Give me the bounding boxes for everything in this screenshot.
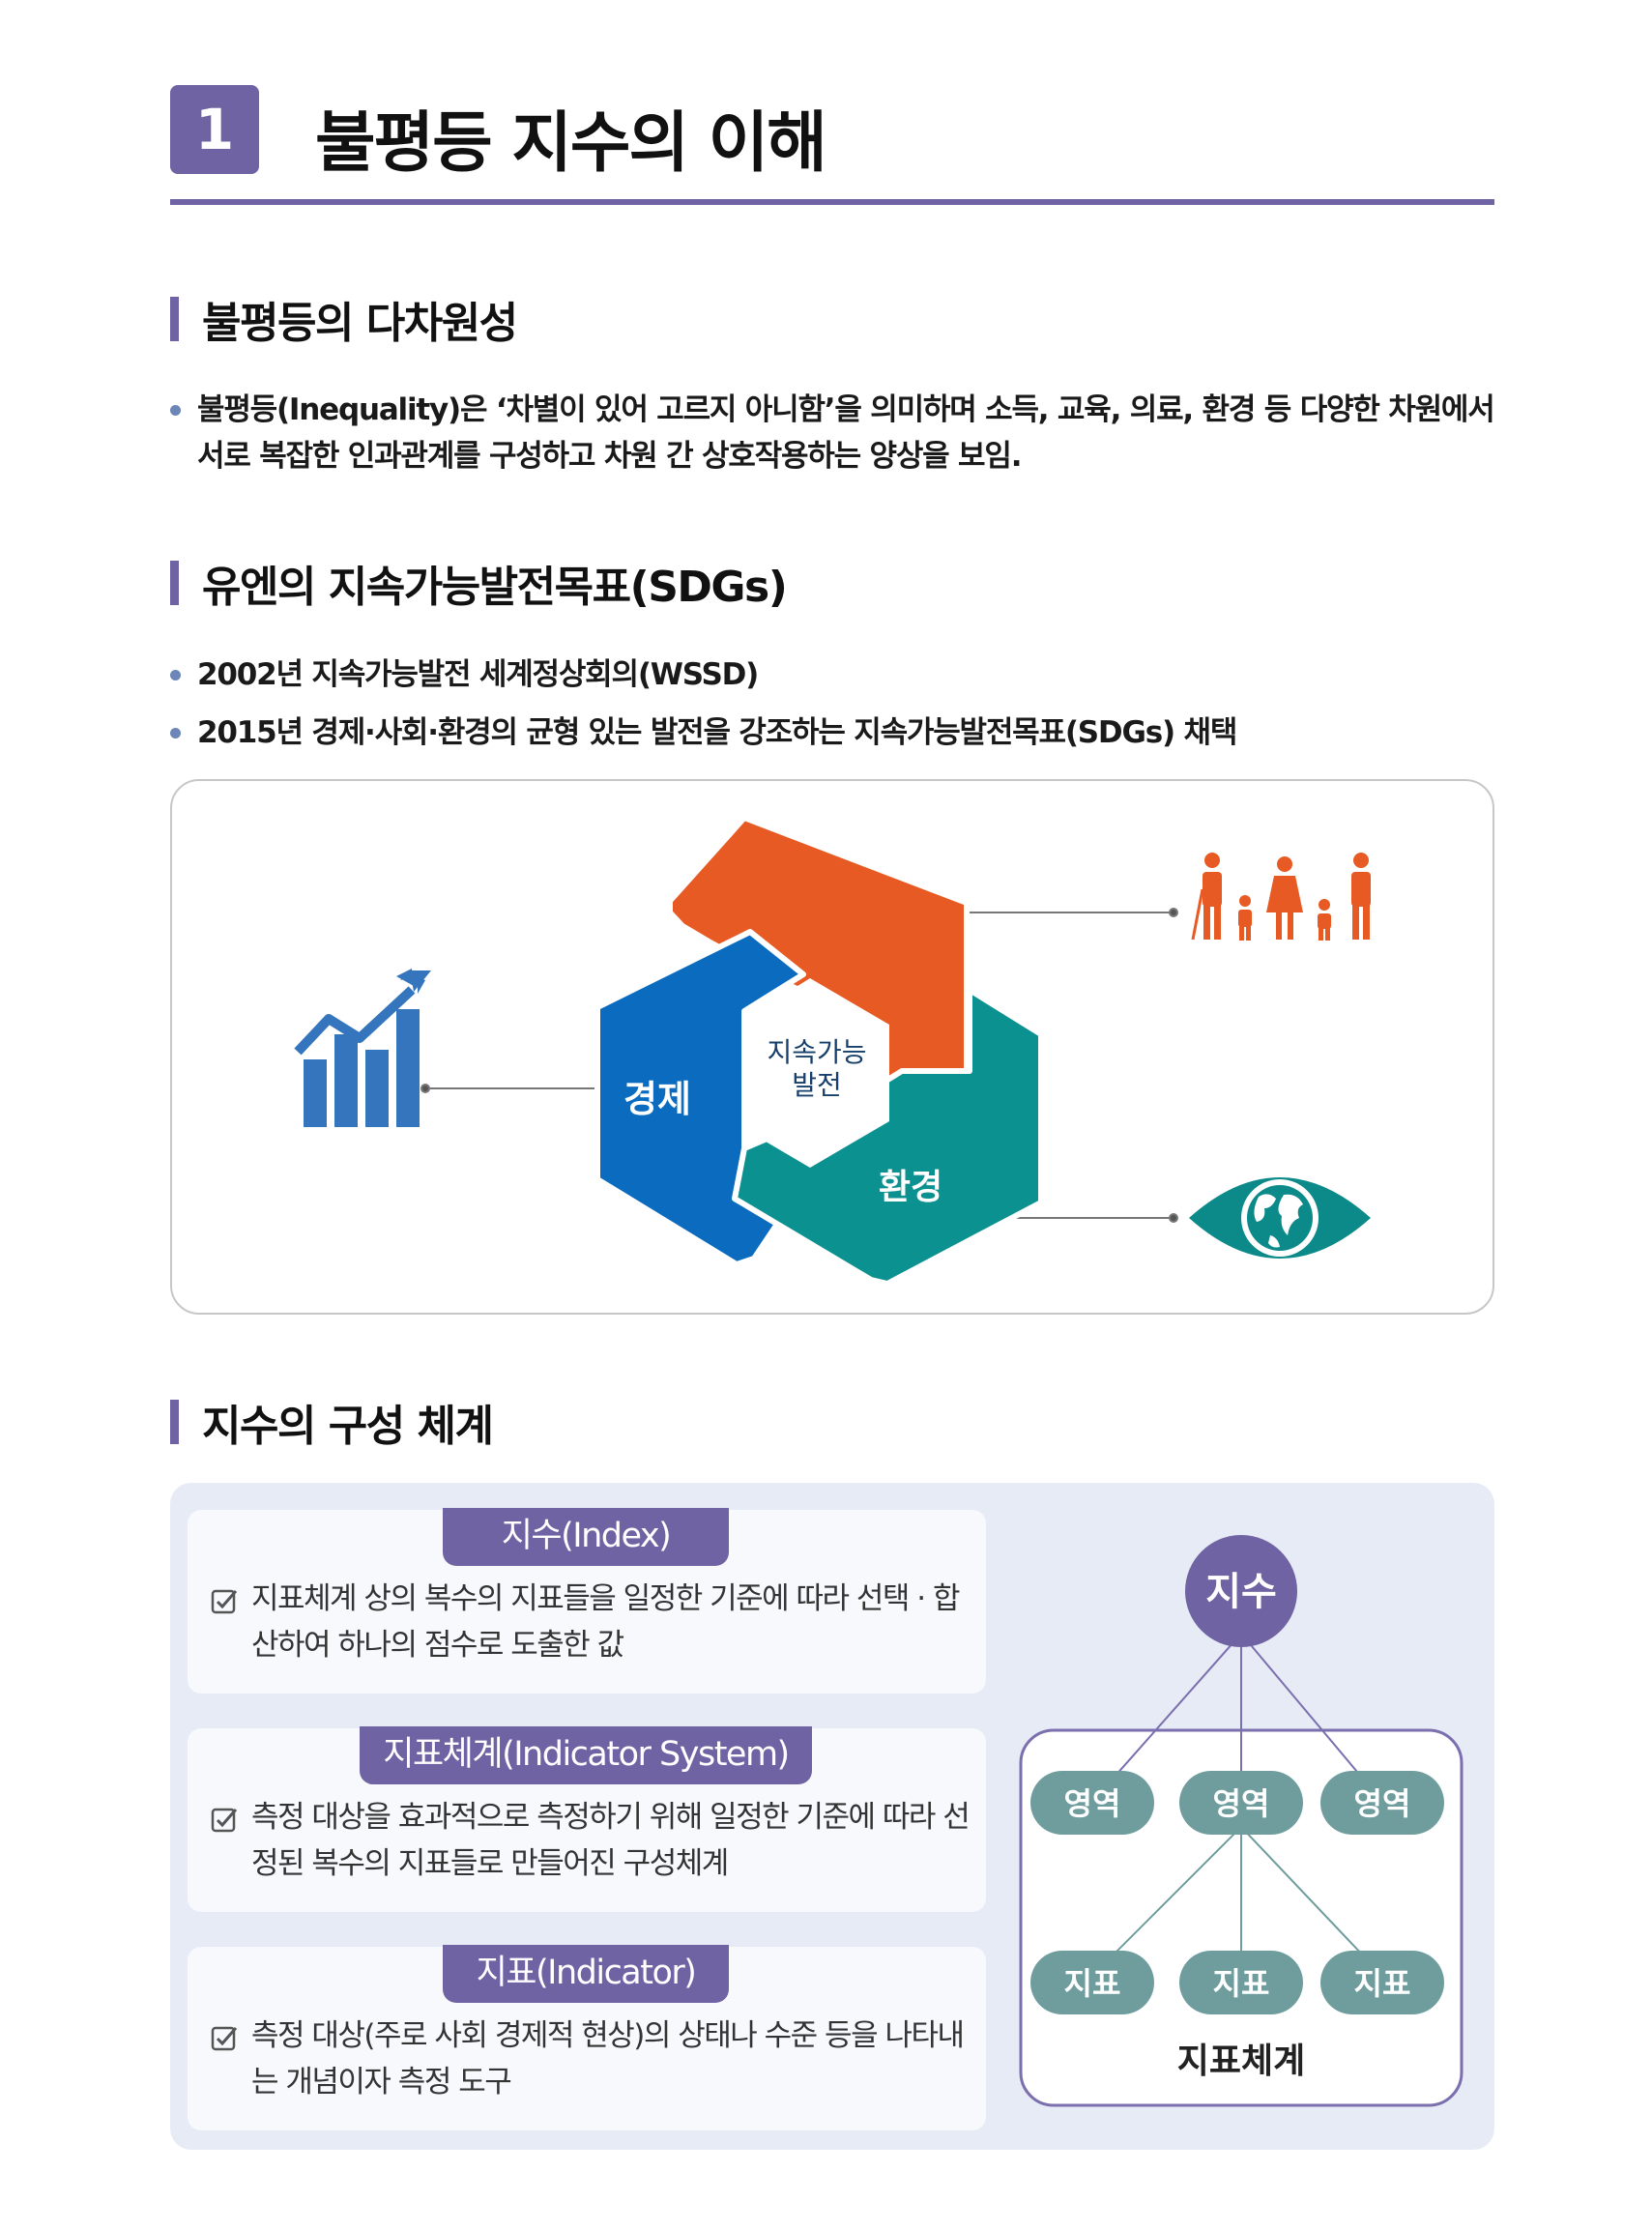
bullet-text: 2002년 지속가능발전 세계정상회의(WSSD) [197,657,759,692]
environment-segment [732,987,1044,1287]
connector-dot [1169,1213,1178,1223]
globe-eye-icon [1189,1177,1371,1259]
bullet-text: 2015년 경제·사회·환경의 균형 있는 발전을 강조하는 지속가능발전목표(… [197,715,1237,750]
indicator-node: 지표 [1179,1951,1303,2014]
definition-term: 지표(Indicator) [443,1945,729,2003]
family-icon [1191,853,1371,941]
bullet-dot [170,405,181,416]
indicator-node: 지표 [1320,1951,1444,2014]
domain-node: 영역 [1179,1771,1303,1835]
section-title: 유엔의 지속가능발전목표(SDGs) [202,563,788,612]
section-heading-sdgs: 유엔의 지속가능발전목표(SDGs) [170,559,788,612]
chapter-number-badge: 1 [170,85,259,174]
definition-card-indicator: 지표(Indicator) 측정 대상(주로 사회 경제적 현상)의 상태나 수… [188,1945,986,2130]
indicator-node-label: 지표 [1213,1965,1270,2002]
section-marker [170,1400,179,1444]
bullet-text: 불평등(Inequality)은 ‘차별이 있어 고르지 아니함’을 의미하며 … [197,392,1495,474]
domain-node: 영역 [1320,1771,1444,1835]
bullet-dot [170,670,181,681]
checkbox-icon [211,2026,238,2051]
domain-node-label: 영역 [1064,1785,1121,1822]
center-hexagon [744,978,889,1168]
checkbox-icon [211,1808,238,1833]
domain-node-label: 영역 [1213,1785,1270,1822]
connector-dot [1169,908,1178,917]
indicator-node-label: 지표 [1354,1965,1411,2002]
section-title: 불평등의 다차원성 [202,299,518,348]
section-heading-index-structure: 지수의 구성 체계 [170,1398,494,1451]
section-title: 지수의 구성 체계 [202,1402,494,1451]
segment-label-society: 사회 [784,1082,845,1120]
checkbox-icon [211,1589,238,1614]
bullet-item: 2015년 경제·사회·환경의 균형 있는 발전을 강조하는 지속가능발전목표(… [170,710,1494,756]
domain-node: 영역 [1030,1771,1154,1835]
domain-node-label: 영역 [1354,1785,1411,1822]
section-marker [170,297,179,341]
index-hierarchy-diagram: 지수 영역 영역 영역 지표 지표 지표 지표체계 [1019,1535,1464,2107]
definition-description: 지표체계 상의 복수의 지표들을 일정한 기준에 따라 선택 · 합산하여 하나… [251,1581,961,1663]
growth-chart-icon [294,969,431,1127]
definition-term: 지수(Index) [443,1508,729,1566]
bullet-dot [170,728,181,739]
chapter-header: 1 불평등 지수의 이해 [170,85,1494,205]
connector-dot [420,1084,430,1093]
center-label-line2: 발전 [792,1069,842,1101]
root-node-label: 지수 [1205,1570,1277,1614]
center-label-line1: 지속가능 [767,1036,866,1068]
definition-card-indicator-system: 지표체계(Indicator System) 측정 대상을 효과적으로 측정하기… [188,1726,986,1912]
indicator-node: 지표 [1030,1951,1154,2014]
segment-label-environment: 환경 [879,1168,942,1207]
segment-label-economy: 경제 [623,1078,691,1120]
definition-description: 측정 대상을 효과적으로 측정하기 위해 일정한 기준에 따라 선정된 복수의 … [251,1800,971,1881]
root-node-index [1185,1535,1297,1647]
definition-card-index: 지수(Index) 지표체계 상의 복수의 지표들을 일정한 기준에 따라 선택… [188,1508,986,1694]
bullet-item: 불평등(Inequality)은 ‘차별이 있어 고르지 아니함’을 의미하며 … [170,387,1495,479]
indicator-system-frame-label: 지표체계 [1177,2042,1305,2081]
bullet-item: 2002년 지속가능발전 세계정상회의(WSSD) [170,652,1494,698]
sdg-diagram-graphic: 사회 경제 환경 지속가능 발전 [294,815,1371,1287]
section-heading-multidimensionality: 불평등의 다차원성 [170,295,518,348]
section-marker [170,561,179,605]
indicator-node-label: 지표 [1064,1965,1121,2002]
chapter-divider [170,199,1494,205]
sdg-diagram: 사회 경제 환경 지속가능 발전 [170,779,1494,1315]
definition-description: 측정 대상(주로 사회 경제적 현상)의 상태나 수준 등을 나타내는 개념이자… [251,2018,965,2100]
definition-term: 지표체계(Indicator System) [360,1726,812,1784]
index-structure-panel: 지수(Index) 지표체계 상의 복수의 지표들을 일정한 기준에 따라 선택… [170,1483,1494,2150]
chapter-title: 불평등 지수의 이해 [315,105,827,182]
